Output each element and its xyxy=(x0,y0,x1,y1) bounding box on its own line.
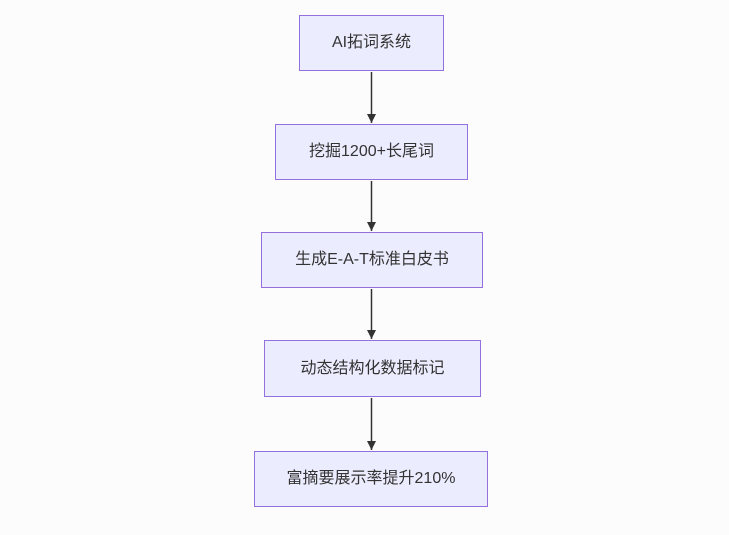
flow-node-rich-snippet-result: 富摘要展示率提升210% xyxy=(254,451,488,507)
flow-node-longtail-mining: 挖掘1200+长尾词 xyxy=(275,124,468,180)
flow-node-label: 富摘要展示率提升210% xyxy=(286,470,456,488)
flow-node-label: 生成E-A-T标准白皮书 xyxy=(295,251,449,269)
flow-node-ai-keyword-system: AI拓词系统 xyxy=(299,15,444,71)
flow-node-label: 动态结构化数据标记 xyxy=(300,359,445,377)
flow-node-label: 挖掘1200+长尾词 xyxy=(309,143,434,161)
flow-node-label: AI拓词系统 xyxy=(331,34,412,52)
flow-node-eat-whitepaper: 生成E-A-T标准白皮书 xyxy=(261,232,483,288)
flow-node-structured-data-markup: 动态结构化数据标记 xyxy=(264,340,481,397)
